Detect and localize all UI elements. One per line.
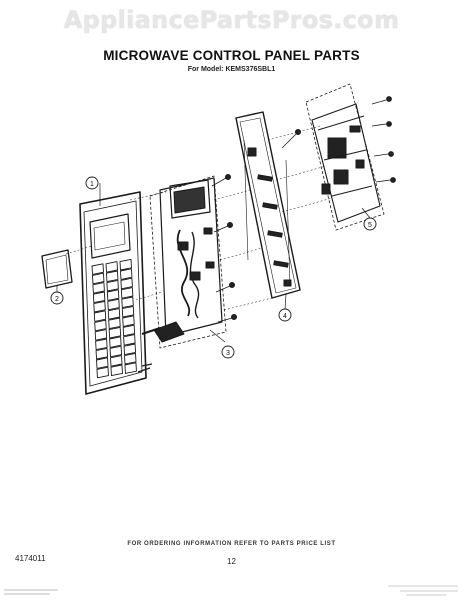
mounting-bracket-part-4	[235, 111, 301, 299]
svg-text:2: 2	[55, 296, 59, 303]
keypad-key	[120, 287, 134, 299]
callout-3: 3	[221, 345, 235, 359]
keypad-key	[93, 310, 107, 322]
illegible-print-mark-left	[4, 588, 60, 596]
page-number: 12	[227, 557, 236, 566]
callout-leaders	[56, 183, 371, 343]
keypad-key	[108, 326, 122, 339]
keypad-key	[105, 261, 118, 273]
keypad-key	[119, 268, 133, 280]
svg-text:5: 5	[368, 222, 372, 229]
keypad-key	[91, 263, 104, 275]
switch-assembly-part-5	[267, 83, 396, 231]
control-panel-face-part-1	[79, 191, 167, 395]
model-subtitle: For Model: KEMS376SBL1	[187, 66, 276, 73]
keypad-key	[119, 258, 132, 271]
callout-2: 2	[50, 291, 64, 305]
keypad-key	[120, 277, 133, 290]
keypad-key	[95, 338, 108, 351]
document-number: 4174011	[15, 554, 46, 563]
svg-text:4: 4	[283, 313, 287, 320]
svg-text:3: 3	[226, 350, 230, 357]
svg-text:1: 1	[90, 181, 94, 188]
keypad-key	[124, 352, 137, 365]
ordering-note: FOR ORDERING INFORMATION REFER TO PARTS …	[127, 541, 336, 547]
keypad-key	[110, 355, 123, 367]
keypad-key	[107, 308, 121, 320]
keypad-key	[123, 343, 137, 356]
keypad-key	[93, 300, 106, 313]
keypad-key	[91, 272, 105, 285]
keypad-key	[92, 291, 106, 304]
small-plate-part-2	[41, 245, 93, 289]
keypad-key	[109, 345, 123, 358]
keypad-key	[96, 357, 109, 369]
keypad-key	[106, 289, 120, 301]
keypad-key	[95, 347, 109, 360]
watermark: AppliancePartsPros.com	[63, 6, 400, 34]
keypad-key	[96, 366, 109, 379]
callout-1: 1	[85, 176, 99, 190]
keypad-key	[107, 298, 120, 311]
keypad-key	[110, 364, 123, 377]
keypad-key	[109, 336, 122, 348]
illegible-print-mark-right	[386, 583, 460, 597]
keypad-key	[121, 296, 134, 309]
keypad-key	[124, 362, 137, 374]
callout-5: 5	[363, 217, 377, 231]
keypad-key	[106, 279, 119, 292]
keypad-key	[121, 305, 135, 318]
keypad-key	[105, 270, 119, 283]
control-board-part-3	[141, 174, 281, 349]
keypad-key	[123, 334, 136, 346]
keypad-key	[94, 329, 108, 341]
keypad-key	[94, 319, 107, 332]
keypad-key	[92, 282, 105, 294]
keypad-key	[108, 317, 121, 330]
diagram-title: MICROWAVE CONTROL PANEL PARTS	[103, 48, 360, 63]
keypad-key	[122, 315, 135, 327]
keypad-key	[122, 324, 136, 337]
callout-4: 4	[278, 308, 292, 322]
